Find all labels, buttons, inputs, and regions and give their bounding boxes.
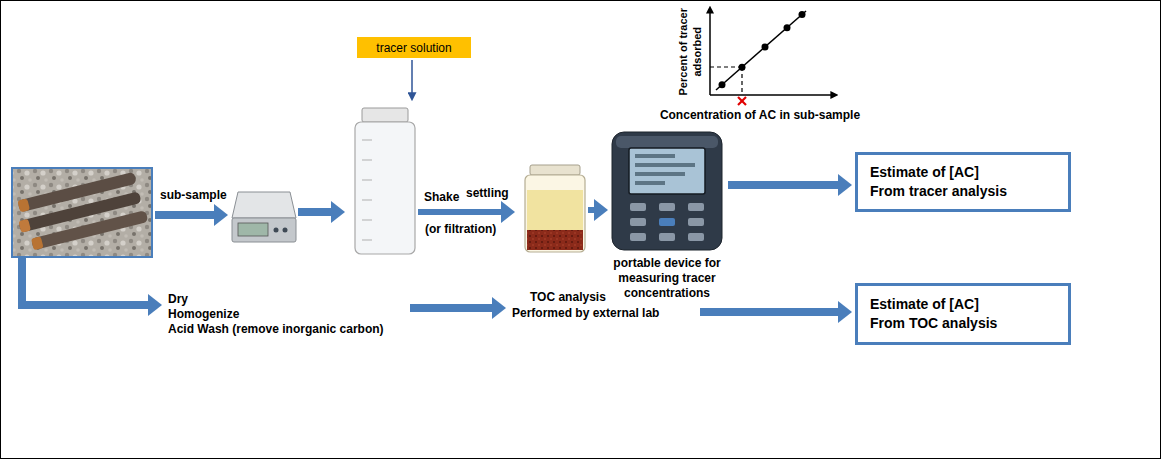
core-photo [12,168,152,257]
result-box: Estimate of [AC]From tracer analysis [855,152,1071,212]
result-text: Estimate of [AC] [870,295,1056,314]
result-box: Estimate of [AC]From TOC analysis [855,283,1071,345]
reagent-box: tracer solution [357,37,471,58]
step-label: sub-sample [160,188,227,203]
step-label: settling [466,186,509,201]
step-label: Shake [424,190,459,205]
scale-illustration [232,192,296,242]
sample-jar [355,108,415,254]
axis-label: Concentration of AC in sub-sample [640,108,880,123]
reagent-label: tracer solution [363,41,465,55]
step-label: (or filtration) [425,222,496,237]
calibration-chart [710,11,832,105]
axis-label: Percent of tracer adsorbed [676,5,704,100]
step-label: Acid Wash (remove inorganic carbon) [168,322,384,337]
device-caption: portable device for measuring tracer con… [587,256,747,301]
step-label: TOC analysis [530,290,606,305]
device-illustration [612,132,722,250]
result-text: Estimate of [AC] [870,163,1056,182]
step-label: Performed by external lab [512,306,659,321]
settled-jar [525,165,585,252]
result-text: From TOC analysis [870,314,1056,333]
step-label: Dry [168,292,188,307]
process-arrows [22,60,840,312]
step-label: Homogenize [168,307,239,322]
result-text: From tracer analysis [870,182,1056,201]
